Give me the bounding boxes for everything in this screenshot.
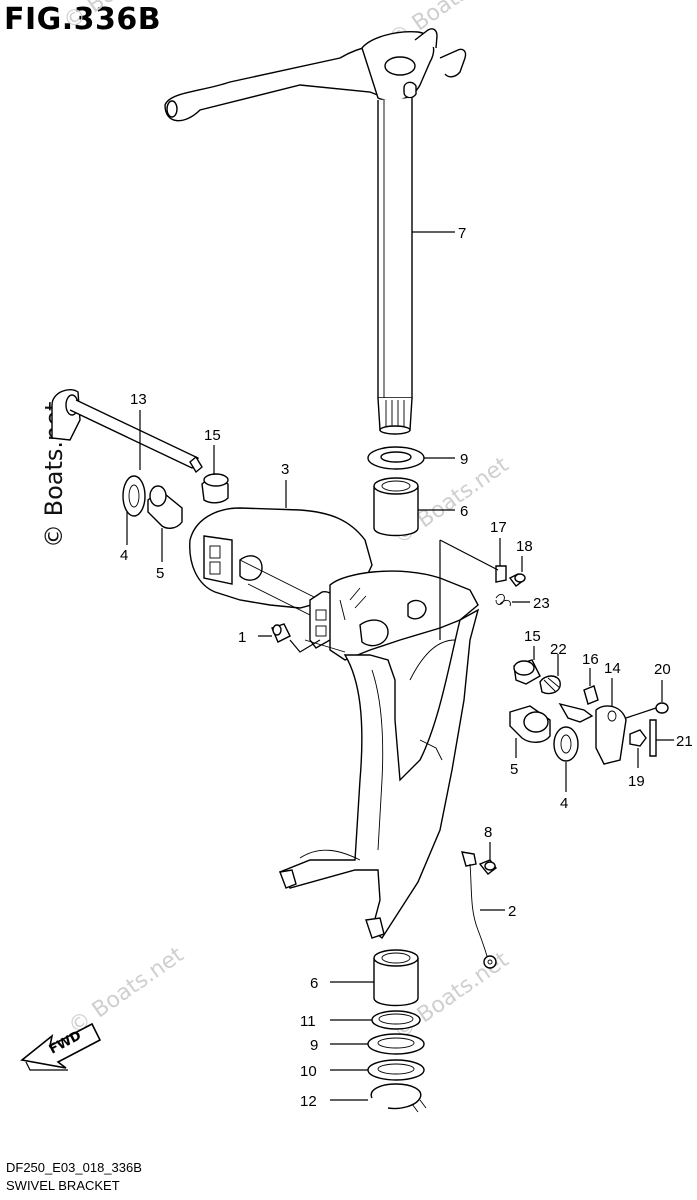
- callout-11: 11: [300, 1013, 316, 1030]
- part-bolt-18: [508, 573, 526, 587]
- callout-12: 12: [300, 1093, 317, 1110]
- part-bushing-left: [147, 485, 183, 529]
- callout-2: 2: [508, 903, 516, 920]
- part-swivel-bracket: [189, 507, 480, 940]
- part-seal-11: [371, 1010, 421, 1030]
- part-grease-nipple: [271, 623, 291, 643]
- callout-20: 20: [654, 661, 671, 678]
- fwd-arrow-icon: FWD: [20, 1022, 102, 1071]
- part-lock-lever: [558, 702, 627, 765]
- part-washer-left: [122, 475, 146, 517]
- callout-15b: 15: [524, 628, 541, 645]
- part-washer-10: [367, 1059, 425, 1081]
- figure-title: FIG.336B: [4, 2, 162, 37]
- callout-9b: 9: [310, 1037, 318, 1054]
- callout-4a: 4: [120, 547, 128, 564]
- callout-6b: 6: [310, 975, 318, 992]
- part-ground-wire: [461, 851, 497, 969]
- part-tilt-rod: [51, 388, 203, 474]
- callout-9a: 9: [460, 451, 468, 468]
- callout-21: 21: [676, 733, 693, 750]
- part-bushing-upper: [373, 477, 419, 537]
- part-pin-16: [583, 685, 599, 705]
- part-washer-right: [553, 726, 579, 762]
- callout-23: 23: [533, 595, 550, 612]
- callout-16: 16: [582, 651, 599, 668]
- part-bolt-8: [478, 859, 497, 875]
- part-bushing-right: [509, 705, 551, 743]
- watermark-faded: © Boats.net: [59, 0, 184, 35]
- callout-5b: 5: [510, 761, 518, 778]
- callout-17: 17: [490, 519, 507, 536]
- model-code: DF250_E03_018_336B: [6, 1160, 142, 1175]
- leader-line: [258, 635, 321, 653]
- part-washer-20: [655, 702, 669, 714]
- callout-13: 13: [130, 391, 147, 408]
- part-washer-upper: [367, 446, 425, 470]
- callout-10: 10: [300, 1063, 317, 1080]
- part-pin-21: [649, 719, 657, 757]
- callout-5a: 5: [156, 565, 164, 582]
- callout-19: 19: [628, 773, 645, 790]
- callout-3: 3: [281, 461, 289, 478]
- part-washer-lower: [367, 1033, 425, 1055]
- watermark-faded: © Boats.net: [64, 942, 189, 1040]
- part-bush-right: [513, 659, 541, 685]
- part-spring-22: [539, 675, 561, 695]
- part-nut-19: [629, 729, 647, 747]
- leader-line: [439, 538, 501, 640]
- callout-22: 22: [550, 641, 567, 658]
- callout-18: 18: [516, 538, 533, 555]
- part-bushing-lower: [373, 949, 419, 1007]
- callout-14: 14: [604, 660, 621, 677]
- callout-15a: 15: [204, 427, 221, 444]
- leader-line: [625, 680, 663, 719]
- part-plate: [495, 565, 507, 583]
- part-circlip: [370, 1083, 427, 1113]
- callout-7: 7: [458, 225, 466, 242]
- diagram-name: SWIVEL BRACKET: [6, 1178, 120, 1193]
- callout-8: 8: [484, 824, 492, 841]
- callout-6a: 6: [460, 503, 468, 520]
- part-bush-left: [201, 473, 229, 504]
- part-steering-shaft: [164, 28, 467, 435]
- part-spring-23: [495, 593, 511, 607]
- callout-4b: 4: [560, 795, 568, 812]
- callout-1: 1: [238, 629, 246, 646]
